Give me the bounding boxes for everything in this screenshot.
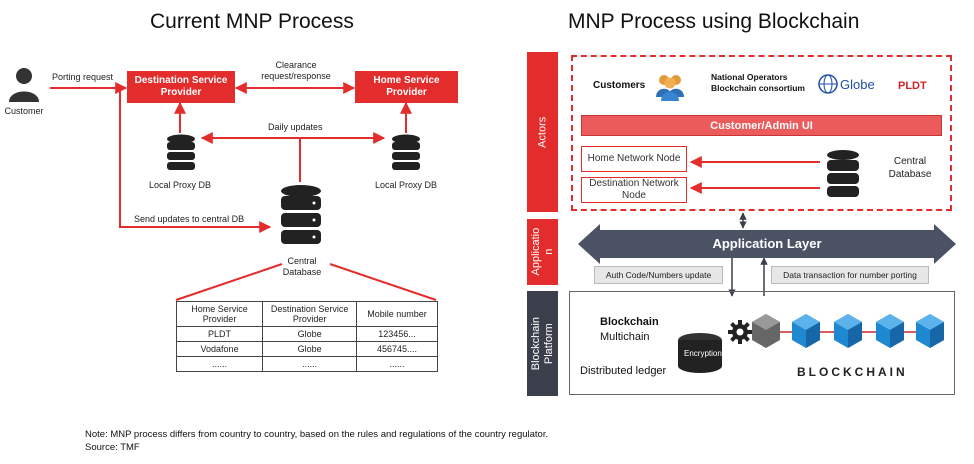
table-line-right (329, 263, 437, 301)
customers-label: Customers (593, 80, 646, 91)
actors-box (571, 55, 952, 211)
table-cell: ...... (356, 356, 438, 372)
daily-updates-label: Daily updates (268, 122, 323, 132)
table-line-left (175, 263, 283, 301)
gear-icon (726, 318, 756, 348)
table-header-row: Home Service Provider Destination Servic… (175, 301, 438, 327)
encryption-label: Encryption (684, 349, 722, 358)
table-cell: Globe (262, 326, 358, 342)
auth-code-box: Auth Code/Numbers update (594, 266, 723, 284)
application-layer-label: Application Layer (712, 236, 822, 251)
table-cell: ...... (262, 356, 358, 372)
table-cell: PLDT (175, 326, 264, 342)
local-proxy-db-right-icon (391, 134, 421, 170)
blockchain-word: BLOCKCHAIN (797, 365, 908, 379)
home-network-node: Home Network Node (581, 146, 687, 172)
porting-request-label: Porting request (52, 72, 114, 82)
customer-label: Customer (4, 106, 44, 116)
table-row: Vodafone Globe 456745.... (175, 341, 438, 357)
table-cell: Globe (262, 341, 358, 357)
pldt-label: PLDT (898, 80, 927, 92)
actor-arrows (689, 156, 820, 194)
central-db-label: Central Database (282, 256, 322, 278)
local-proxy-db-right-label: Local Proxy DB (374, 180, 438, 190)
encryption-db-icon (676, 332, 730, 374)
table-header: Destination Service Provider (262, 301, 358, 327)
distributed-ledger-label: Distributed ledger (580, 365, 667, 377)
table-cell: 456745.... (356, 341, 438, 357)
actors-sidebar: Actors (527, 52, 558, 212)
blockchain-platform-sidebar: Blockchain Platform (527, 291, 558, 396)
data-transaction-box: Data transaction for number porting (771, 266, 929, 284)
blockchain-label: Blockchain (600, 316, 659, 328)
application-sidebar: Applicatio n (527, 219, 558, 285)
local-proxy-db-left-label: Local Proxy DB (148, 180, 212, 190)
destination-network-node: Destination Network Node (581, 177, 687, 203)
central-db-icon (280, 184, 322, 246)
send-updates-label: Send updates to central DB (134, 214, 245, 224)
note-line-2: Source: TMF (85, 442, 140, 453)
multichain-label: Multichain (600, 331, 650, 343)
table-cell: Vodafone (175, 341, 264, 357)
table-header: Home Service Provider (175, 301, 264, 327)
note-line-1: Note: MNP process differs from country t… (85, 429, 549, 440)
table-row: ...... ...... ...... (175, 356, 438, 372)
clearance-label: Clearance request/response (261, 60, 331, 82)
application-layer-arrow (578, 224, 956, 264)
cube-icon (916, 314, 944, 348)
application-label: Applicatio n (529, 228, 555, 276)
customers-icon (655, 71, 685, 101)
cube-icon (834, 314, 862, 348)
customer-admin-ui: Customer/Admin UI (581, 115, 942, 136)
cube-icon (752, 314, 780, 348)
blockchain-platform-box (569, 291, 955, 395)
blockchain-cubes (752, 314, 944, 348)
cube-icon (876, 314, 904, 348)
left-connectors (50, 82, 437, 301)
table-row: PLDT Globe 123456... (175, 326, 438, 342)
home-service-provider: Home Service Provider (355, 71, 458, 103)
central-database-icon (826, 150, 860, 198)
porting-table: Home Service Provider Destination Servic… (175, 301, 438, 372)
blockchain-platform-label: Blockchain Platform (529, 316, 555, 371)
actors-label: Actors (536, 116, 549, 148)
table-cell: 123456... (356, 326, 438, 342)
right-title: MNP Process using Blockchain (568, 10, 860, 33)
destination-service-provider: Destination Service Provider (127, 71, 235, 103)
cube-icon (792, 314, 820, 348)
national-operators-label: National Operators Blockchain consortium (711, 72, 805, 94)
table-cell: ...... (175, 356, 264, 372)
globe-logo-icon (818, 74, 838, 94)
left-title: Current MNP Process (150, 10, 354, 33)
local-proxy-db-left-icon (166, 134, 196, 170)
globe-label: Globe (840, 77, 875, 92)
layer-connectors (728, 212, 768, 297)
customer-icon (7, 66, 41, 102)
central-database-label: Central Database (888, 156, 932, 180)
send-updates-arrow (119, 88, 272, 233)
table-header: Mobile number (356, 301, 438, 327)
